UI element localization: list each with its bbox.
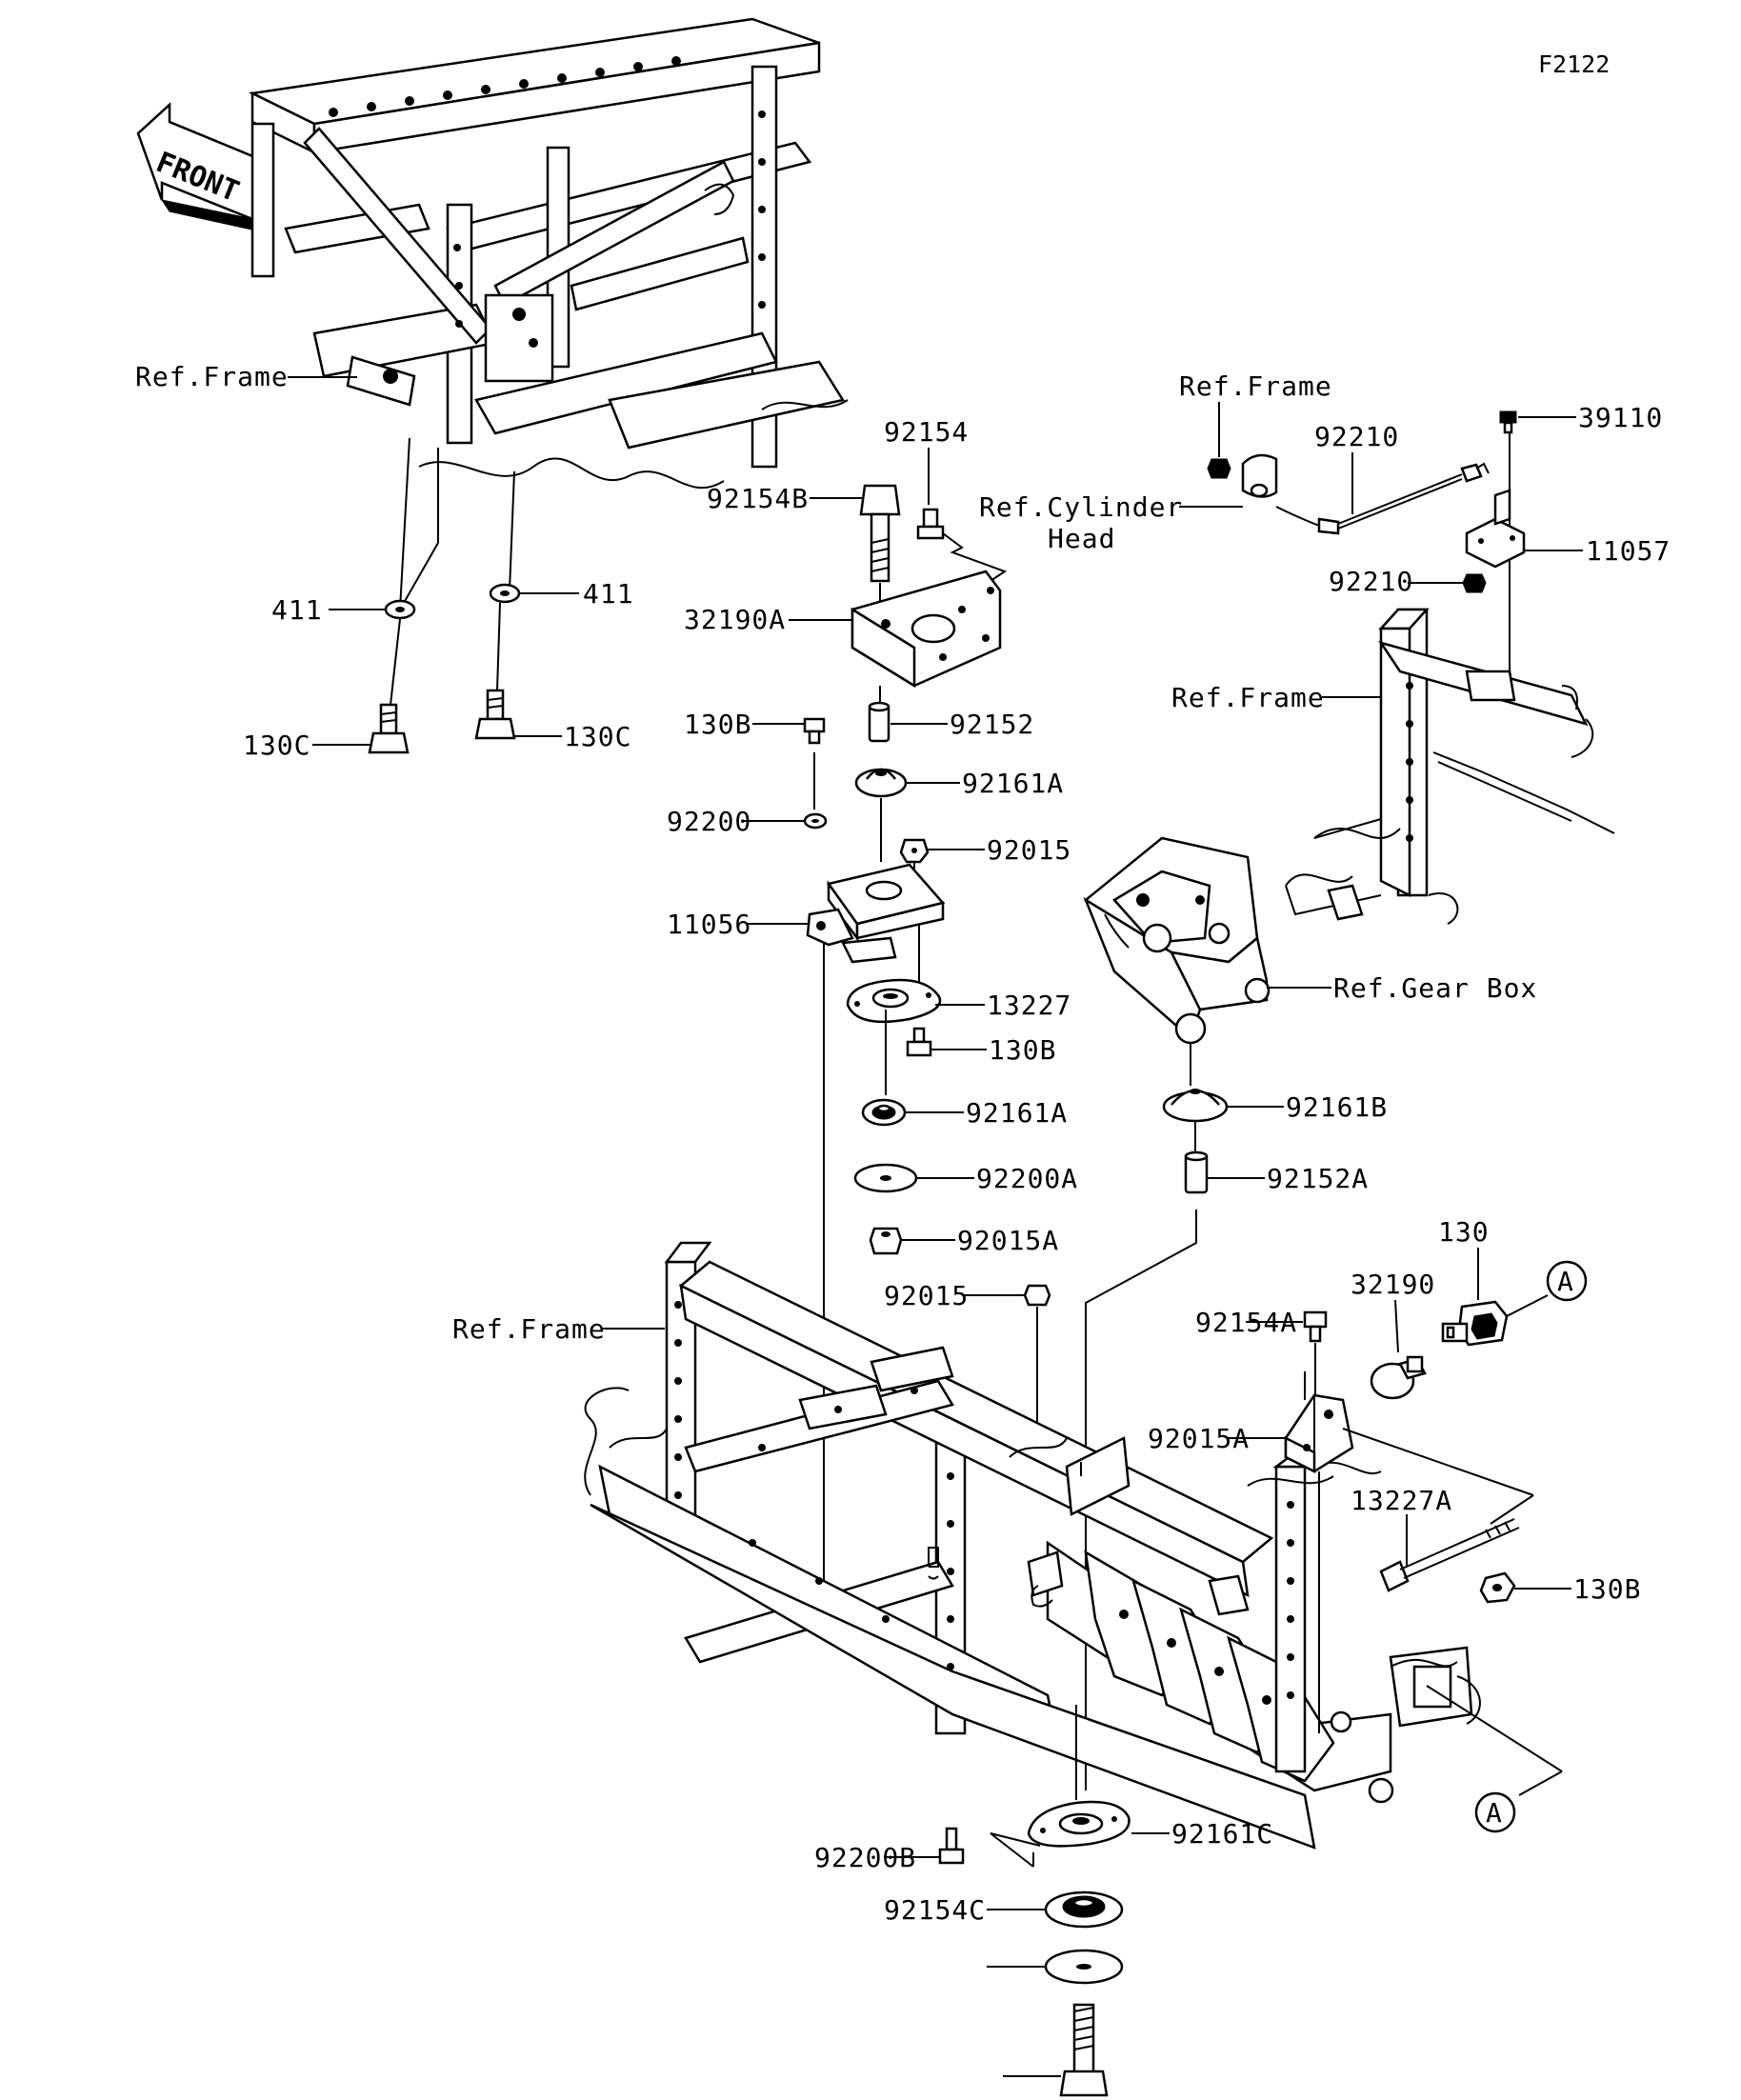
label-32190a: 32190A [684,604,786,635]
label-130b-middle: 130B [989,1034,1056,1066]
label-130a: 39110 [1578,402,1663,433]
svg-text:A: A [1486,1797,1503,1829]
bolt-92154a [1379,1518,1520,1592]
label-92152: 92152 [950,709,1034,740]
label-92154b: 92154B [707,483,809,514]
collar-92152 [868,701,891,743]
label-92200a: 92200A [976,1163,1078,1194]
nut-92210-top [1207,458,1231,479]
label-ref-cylinder-head-2: Head [1048,523,1115,554]
label-411-left: 411 [271,594,323,626]
label-92210-top: Ref.Frame [1179,370,1332,402]
label-411-right: 411 [583,578,634,610]
plate-13227 [846,978,942,1024]
label-39110: 92210 [1314,421,1399,452]
label-92015a-right: 130B [1573,1573,1641,1605]
label-92161-lower: 32190 [1351,1269,1435,1300]
label-92152a: 92152A [1267,1163,1369,1194]
front-arrow: FRONT [136,102,266,233]
label-92154: 92154 [884,416,969,448]
collar-92152a [1184,1150,1209,1194]
label-92210-bottom: 92210 [1329,566,1413,597]
callout-a-top: A [1546,1260,1588,1302]
label-92161c: 92154C [884,1894,986,1926]
label-92015-lower: 92015 [884,1280,969,1311]
label-92161a-lower: 92161A [966,1097,1068,1129]
label-130b-upper: 130B [684,709,751,740]
bolt-130b-upper [803,717,826,745]
rail-holes [329,56,766,328]
label-11056: 11056 [667,909,751,940]
label-92015a-left: 92015A [957,1225,1059,1256]
label-11057: 11057 [1586,535,1671,567]
bolt-92154 [916,508,945,540]
bolt-130c-right [474,689,516,740]
bolt-92154c [1059,2003,1109,2097]
diagram-code: F2122 [1538,50,1610,78]
bracket-32190a [850,570,1002,689]
frame-upper-right [1285,608,1615,925]
bolt-92154b [859,484,901,583]
rubber-92161a-lower [861,1098,907,1127]
nut-92015a-right [1479,1571,1516,1604]
label-92154a: 13227A [1351,1485,1452,1516]
label-ref-frame-bottom: Ref.Frame [452,1313,606,1345]
lower-frame-holes [674,1301,1294,1705]
label-130c-right: 130C [564,721,631,752]
label-ref-frame-right: Ref.Frame [1171,682,1325,713]
nut-92015a-left [869,1227,903,1255]
cylinder-head-bracket [1241,453,1278,498]
plate-11056 [806,863,946,964]
label-130c-left: 130C [243,730,310,761]
bolt-130 [1303,1310,1328,1343]
rubber-92161a-upper [854,768,908,798]
frame-upper-left [248,17,849,490]
rubber-92161-lower [1370,1355,1427,1400]
bolt-130a [1499,410,1517,434]
label-13227: 13227 [987,990,1071,1021]
rubber-92161c [1044,1890,1124,1929]
rubber-92161b [1162,1089,1229,1123]
gear-box [1083,836,1271,1045]
callout-a-bottom: A [1474,1791,1516,1833]
nut-92210-bottom [1462,573,1487,593]
frame-lower [584,1241,1481,1850]
rubber-92161-upper [1441,1300,1509,1347]
bracket-32190 [1284,1393,1354,1474]
label-92161b: 92161B [1286,1091,1388,1123]
label-92161-upper: 130 [1438,1216,1490,1248]
label-92015-upper: 92015 [987,834,1071,866]
plate-13227a [1027,1800,1131,1848]
bolt-130c-left [368,703,410,754]
bolt-130b-lower [938,1827,965,1865]
label-92200: 92200 [667,806,751,837]
bracket-11057 [1465,489,1526,569]
nut-92015-lower [1023,1284,1051,1307]
label-ref-cylinder-head: Ref.Cylinder [979,491,1183,523]
cable-39110 [1275,462,1490,535]
nut-92015-upper [899,838,930,864]
label-13227a: 92161C [1171,1818,1273,1850]
label-ref-frame-top: Ref.Frame [135,361,289,392]
label-ref-gear-box: Ref.Gear Box [1333,972,1537,1004]
svg-text:A: A [1557,1266,1574,1297]
label-92161a-upper: 92161A [962,768,1064,799]
bolt-130b-middle [906,1027,932,1057]
